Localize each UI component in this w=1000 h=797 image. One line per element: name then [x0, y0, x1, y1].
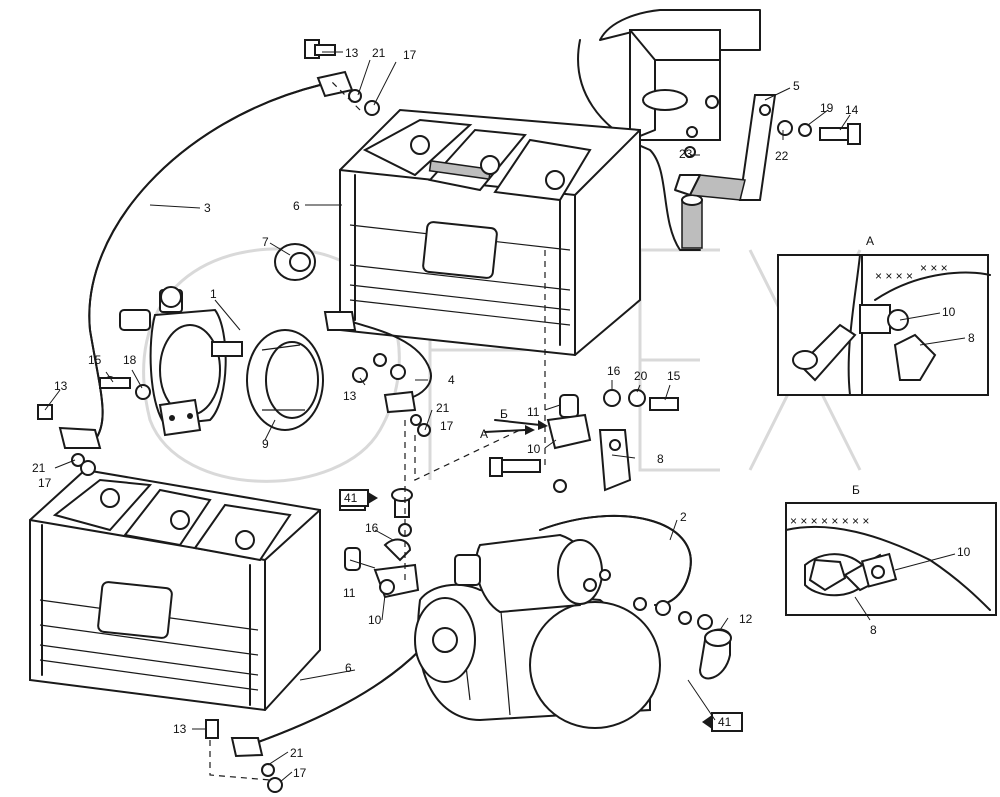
- svg-text:× × ×: × × ×: [920, 261, 948, 275]
- label-15: 15: [88, 353, 102, 367]
- view-labels: А А Б Б: [480, 234, 874, 497]
- ref-labels: 41 41: [344, 491, 732, 729]
- view-arrows: [484, 419, 548, 435]
- ref-box-2: [702, 712, 743, 732]
- label-20: 20: [634, 369, 648, 383]
- cable-bottom: [230, 649, 421, 758]
- washer-19: [798, 123, 812, 137]
- starter-motor: [414, 533, 661, 729]
- label-7: 7: [262, 235, 269, 249]
- view-b-detail: × × × × × × × ×: [785, 502, 997, 616]
- label-21: 21: [32, 461, 46, 475]
- label-23: 23: [679, 147, 693, 161]
- clamp-assembly-center: [99, 376, 679, 493]
- label-22: 22: [775, 149, 789, 163]
- part-labels: 13 21 17 3 6 7 1 15 18 13 13 4 21 17 9 2…: [32, 46, 975, 780]
- view-a-detail: × × × × × × ×: [777, 254, 991, 396]
- view-b-arrow-label: Б: [500, 407, 508, 421]
- label-14: 14: [845, 103, 859, 117]
- dashed-alignment-lines: [209, 79, 546, 781]
- label-1: 1: [210, 287, 217, 301]
- ref-label-2: 41: [718, 715, 732, 729]
- battery-bottom: [29, 468, 321, 712]
- label-6: 6: [293, 199, 300, 213]
- cable-2: [539, 514, 692, 606]
- label-4: 4: [448, 373, 455, 387]
- svg-text:× × × ×: × × × ×: [875, 269, 913, 283]
- strap-5: [674, 94, 777, 201]
- label-8: 8: [657, 452, 664, 466]
- grommet-7: [274, 243, 316, 281]
- label-21: 21: [436, 401, 450, 415]
- label-6: 6: [345, 661, 352, 675]
- battery-top: [339, 108, 641, 357]
- cable-3: [58, 70, 354, 449]
- ground-switch-1: [119, 286, 243, 437]
- label-17: 17: [293, 766, 307, 780]
- view-a-title: А: [866, 234, 874, 248]
- label-13: 13: [343, 389, 357, 403]
- label-10: 10: [527, 442, 541, 456]
- label-18: 18: [123, 353, 137, 367]
- label-21: 21: [290, 746, 304, 760]
- jumper-4: [323, 311, 432, 414]
- leader-lines: [44, 51, 966, 783]
- label-10: 10: [368, 613, 382, 627]
- label-17: 17: [440, 419, 454, 433]
- label-17: 17: [403, 48, 417, 62]
- label-15: 15: [667, 369, 681, 383]
- label-19: 19: [820, 101, 834, 115]
- label-12: 12: [739, 612, 753, 626]
- label-3: 3: [204, 201, 211, 215]
- label-13: 13: [54, 379, 68, 393]
- view-a-arrow-label: А: [480, 427, 488, 441]
- rubber-boot-9: [246, 329, 324, 431]
- label-11: 11: [343, 586, 356, 600]
- label-16: 16: [607, 364, 621, 378]
- view-b-title: Б: [852, 483, 860, 497]
- label-10: 10: [957, 545, 971, 559]
- label-2: 2: [680, 510, 687, 524]
- ref-label-1: 41: [344, 491, 358, 505]
- label-13: 13: [173, 722, 187, 736]
- label-11: 11: [527, 405, 540, 419]
- svg-text:× × × × × × × ×: × × × × × × × ×: [790, 514, 869, 528]
- label-13: 13: [345, 46, 359, 60]
- label-8: 8: [968, 331, 975, 345]
- label-10: 10: [942, 305, 956, 319]
- label-17: 17: [38, 476, 52, 490]
- label-21: 21: [372, 46, 386, 60]
- ref-box-1: [339, 489, 378, 507]
- bolt-14: [819, 123, 861, 145]
- label-16: 16: [365, 521, 379, 535]
- label-5: 5: [793, 79, 800, 93]
- nut-22: [777, 120, 793, 136]
- label-9: 9: [262, 437, 269, 451]
- label-8: 8: [870, 623, 877, 637]
